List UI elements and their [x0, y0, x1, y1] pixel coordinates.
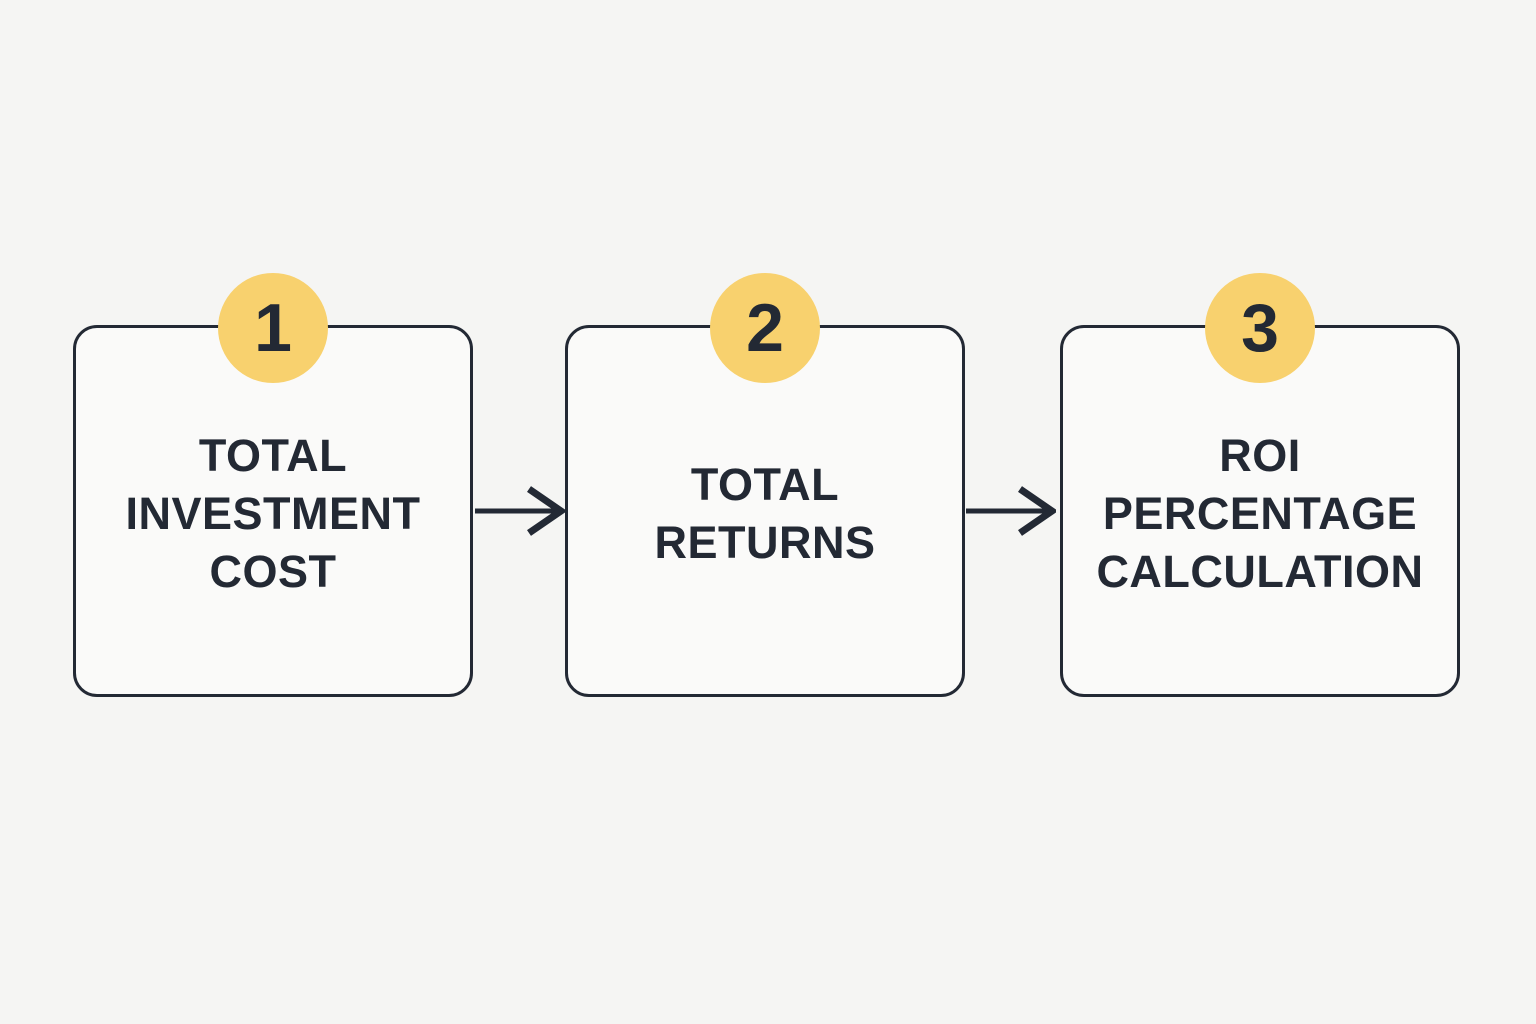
step-1-label-line: TOTAL — [198, 430, 348, 481]
step-box-total-returns: 2 TOTAL RETURNS — [565, 273, 965, 697]
step-2-label: TOTAL RETURNS — [654, 456, 875, 572]
step-2-label-line: TOTAL — [690, 459, 840, 510]
step-1-number-badge: 1 — [218, 273, 328, 383]
step-3-label-line: PERCENTAGE — [1102, 488, 1418, 539]
step-3-label-line: ROI — [1219, 430, 1301, 481]
step-box-total-investment-cost: 1 TOTAL INVESTMENT COST — [73, 273, 473, 697]
step-3-label: ROI PERCENTAGE CALCULATION — [1096, 427, 1423, 601]
step-3-label-line: CALCULATION — [1096, 546, 1424, 597]
step-2-number-badge: 2 — [710, 273, 820, 383]
arrow-right-icon — [475, 479, 565, 543]
step-3-number-badge: 3 — [1205, 273, 1315, 383]
step-1-label: TOTAL INVESTMENT COST — [125, 427, 420, 601]
step-3-number: 3 — [1241, 290, 1279, 366]
arrow-right-icon — [966, 479, 1056, 543]
step-2-number: 2 — [746, 290, 784, 366]
step-2-label-line: RETURNS — [654, 517, 876, 568]
step-1-number: 1 — [254, 290, 292, 366]
step-1-label-line: INVESTMENT — [125, 488, 421, 539]
step-1-label-line: COST — [209, 546, 337, 597]
step-box-roi-percentage-calculation: 3 ROI PERCENTAGE CALCULATION — [1060, 273, 1460, 697]
